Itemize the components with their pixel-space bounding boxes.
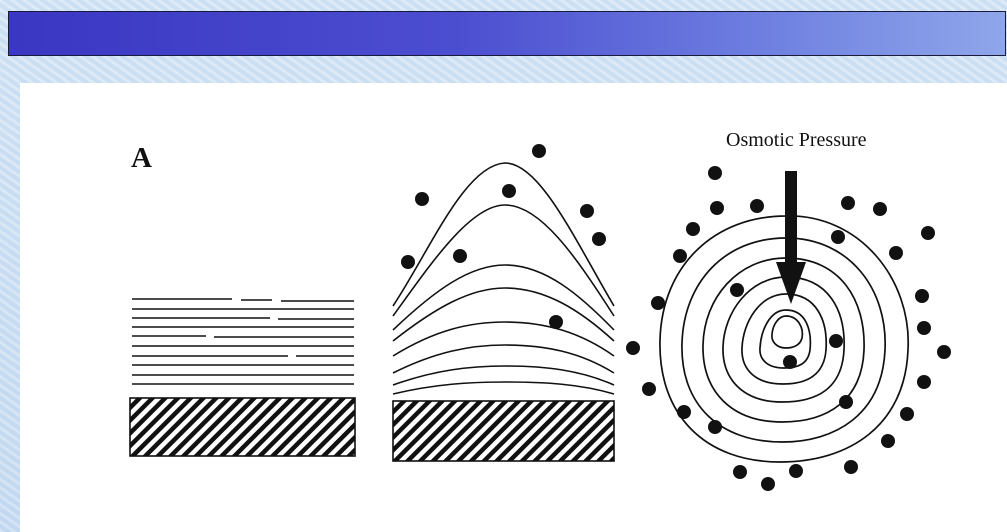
bulge-layer — [392, 365, 615, 386]
pressure-arrow — [776, 171, 806, 304]
slide-title-bar — [8, 11, 1006, 56]
solute-dot — [532, 144, 546, 158]
solute-dot — [415, 192, 429, 206]
solute-dot — [917, 321, 931, 335]
panel-letter: A — [131, 142, 152, 174]
solute-dot — [831, 230, 845, 244]
solute-dot — [733, 465, 747, 479]
solute-dot — [900, 407, 914, 421]
solute-dot — [937, 345, 951, 359]
vesicle-ring — [759, 309, 812, 369]
swelling-stack-group — [392, 162, 615, 395]
solute-dot — [502, 184, 516, 198]
solute-dots-right — [626, 166, 951, 491]
solute-dot — [750, 199, 764, 213]
solute-dot — [710, 201, 724, 215]
vesicle-ring — [722, 276, 845, 403]
solute-dot — [881, 434, 895, 448]
solute-dot — [841, 196, 855, 210]
vesicle-ring — [741, 293, 828, 385]
solute-dot — [921, 226, 935, 240]
solute-dot — [651, 296, 665, 310]
vesicle-ring — [702, 257, 865, 423]
solute-dot — [677, 405, 691, 419]
solute-dot — [789, 464, 803, 478]
vesicle-core — [771, 315, 804, 349]
vesicle-ring — [681, 237, 886, 443]
bulge-layer — [392, 204, 615, 317]
flat-layer — [132, 335, 354, 338]
solute-dot — [642, 382, 656, 396]
solute-dot — [626, 341, 640, 355]
vesicle-group — [659, 215, 909, 463]
solute-dot — [580, 204, 594, 218]
solute-dot — [844, 460, 858, 474]
bulge-layer — [392, 344, 615, 374]
solute-dot — [453, 249, 467, 263]
bulge-layer — [392, 287, 615, 342]
solute-dot — [761, 477, 775, 491]
osmotic-pressure-label: Osmotic Pressure — [726, 129, 867, 151]
flat-layer — [132, 298, 354, 302]
solute-dot — [730, 283, 744, 297]
solute-dot — [839, 395, 853, 409]
solute-dot — [829, 334, 843, 348]
vesicle-ring — [659, 215, 909, 463]
solute-dot — [673, 249, 687, 263]
bulge-layer — [392, 321, 615, 357]
solute-dot — [708, 420, 722, 434]
solute-dot — [889, 246, 903, 260]
solute-dot — [783, 355, 797, 369]
solute-dot — [592, 232, 606, 246]
solute-dot — [708, 166, 722, 180]
bulge-layer — [392, 162, 615, 307]
flat-layer — [132, 317, 354, 320]
solute-dot — [915, 289, 929, 303]
solute-dot — [401, 255, 415, 269]
solute-dot — [917, 375, 931, 389]
solute-dots-middle — [401, 144, 606, 329]
solute-dot — [686, 222, 700, 236]
bulge-layer — [392, 381, 615, 395]
bulge-layer — [392, 264, 615, 331]
solute-dot — [873, 202, 887, 216]
substrate-block — [129, 397, 356, 457]
flat-stack-group — [132, 298, 354, 385]
solute-dot — [549, 315, 563, 329]
substrate-block — [392, 400, 615, 462]
